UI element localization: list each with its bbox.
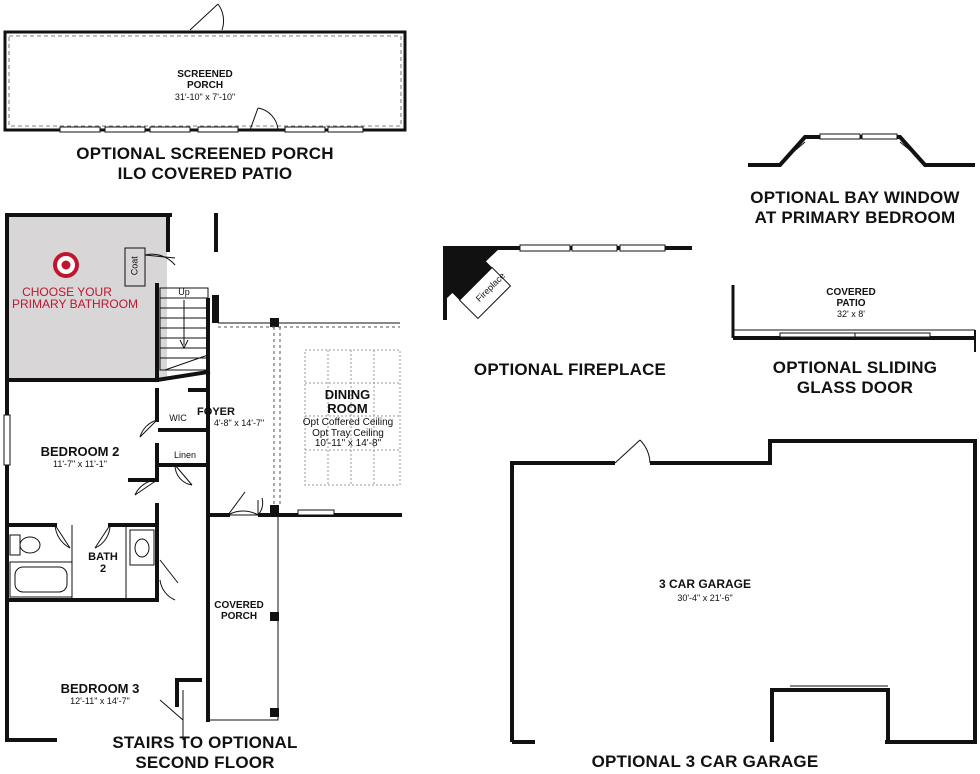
target-icon xyxy=(53,252,79,278)
screened-porch-caption: OPTIONAL SCREENED PORCH ILO COVERED PATI… xyxy=(40,144,370,184)
dining-note-coffered: Opt Coffered Ceiling xyxy=(302,417,394,428)
sliding-door-caption-line1: OPTIONAL SLIDING xyxy=(772,358,938,377)
bay-window-caption: OPTIONAL BAY WINDOW AT PRIMARY BEDROOM xyxy=(720,188,980,228)
primary-bathroom-note-line2: PRIMARY BATHROOM xyxy=(12,297,139,311)
garage-caption: OPTIONAL 3 CAR GARAGE xyxy=(591,752,819,771)
primary-bathroom-area xyxy=(9,217,167,380)
main-walls xyxy=(5,213,402,742)
screened-porch-name-line2: PORCH xyxy=(186,79,224,91)
linen-label: Linen xyxy=(173,450,197,460)
dining-name-line1: DINING xyxy=(324,387,371,402)
primary-bathroom-note-line1: CHOOSE YOUR xyxy=(22,285,112,299)
sliding-door-caption: OPTIONAL SLIDING GLASS DOOR xyxy=(735,358,975,398)
coat-closet-label: Coat xyxy=(129,256,140,276)
garage-name: 3 CAR GARAGE xyxy=(658,577,751,591)
stairs-caption: STAIRS TO OPTIONAL SECOND FLOOR xyxy=(70,733,340,773)
bay-window-caption-line1: OPTIONAL BAY WINDOW xyxy=(750,188,960,207)
garage-outline xyxy=(510,439,977,744)
garage-dim: 30'-4" x 21'-6" xyxy=(677,593,733,603)
wall-posts xyxy=(212,295,279,717)
coat-closet xyxy=(124,247,176,287)
covered-patio-name-line2: PATIO xyxy=(836,297,866,309)
stairs-up-label: Up xyxy=(178,287,190,297)
dining-ceiling-grid xyxy=(304,349,401,486)
dining-dim: 10'-11" x 14'-8" xyxy=(314,438,382,449)
screened-porch-door-top xyxy=(189,3,225,31)
door-swings xyxy=(54,419,264,601)
sliding-door-outline xyxy=(731,285,976,352)
screened-porch-caption-line2: ILO COVERED PATIO xyxy=(117,164,293,183)
porch-and-foyer-edges xyxy=(207,322,400,721)
bedroom2-window xyxy=(3,414,11,466)
fireplace-outline xyxy=(443,244,692,320)
screened-porch-caption-line1: OPTIONAL SCREENED PORCH xyxy=(76,144,334,163)
wic-label: WIC xyxy=(169,413,187,423)
fireplace-caption: OPTIONAL FIREPLACE xyxy=(473,360,667,379)
bay-window-outline xyxy=(748,133,975,167)
bedroom3-dim: 12'-11" x 14'-7" xyxy=(70,696,130,706)
foyer-name: FOYER xyxy=(197,406,235,418)
covered-patio-name: COVERED PATIO xyxy=(805,287,897,309)
bath2-name-line1: BATH xyxy=(88,551,118,563)
covered-porch-name-line1: COVERED xyxy=(214,600,264,611)
stairs-caption-line1: STAIRS TO OPTIONAL xyxy=(112,733,298,752)
bath-fixtures xyxy=(9,525,155,600)
stairs xyxy=(159,287,209,371)
bedroom2-dim: 11'-7" x 11'-1" xyxy=(52,459,108,469)
dining-notes: Opt Coffered Ceiling Opt Tray Ceiling 10… xyxy=(288,417,408,450)
stairs-caption-line2: SECOND FLOOR xyxy=(135,753,275,772)
bedroom3-walls xyxy=(159,690,184,740)
foyer-dim: 4'-8" x 14'-7" xyxy=(213,418,265,428)
screened-porch-outline xyxy=(3,30,407,133)
screened-porch-name: SCREENED PORCH xyxy=(160,69,250,91)
screened-porch-dim: 31'-10" x 7'-10" xyxy=(174,92,236,102)
screened-porch-name-line1: SCREENED xyxy=(177,69,233,80)
dining-name: DINING ROOM xyxy=(300,388,395,415)
bedroom2-name: BEDROOM 2 xyxy=(40,444,120,459)
screened-porch-door-bottom xyxy=(249,107,279,131)
primary-bathroom-note: CHOOSE YOUR PRIMARY BATHROOM xyxy=(12,285,139,311)
dining-note-tray: Opt Tray Ceiling xyxy=(312,427,384,439)
covered-porch-name: COVERED PORCH xyxy=(208,600,270,622)
covered-patio-dim: 32' x 8' xyxy=(837,309,865,319)
bath2-name: BATH 2 xyxy=(78,551,128,575)
bedroom3-name: BEDROOM 3 xyxy=(60,681,140,696)
dining-name-line2: ROOM xyxy=(327,400,368,416)
covered-patio-name-line1: COVERED xyxy=(826,287,876,298)
covered-porch-name-line2: PORCH xyxy=(220,610,258,622)
bay-window-caption-line2: AT PRIMARY BEDROOM xyxy=(754,208,956,227)
sliding-door-caption-line2: GLASS DOOR xyxy=(796,378,914,397)
bath2-name-line2: 2 xyxy=(99,562,107,575)
